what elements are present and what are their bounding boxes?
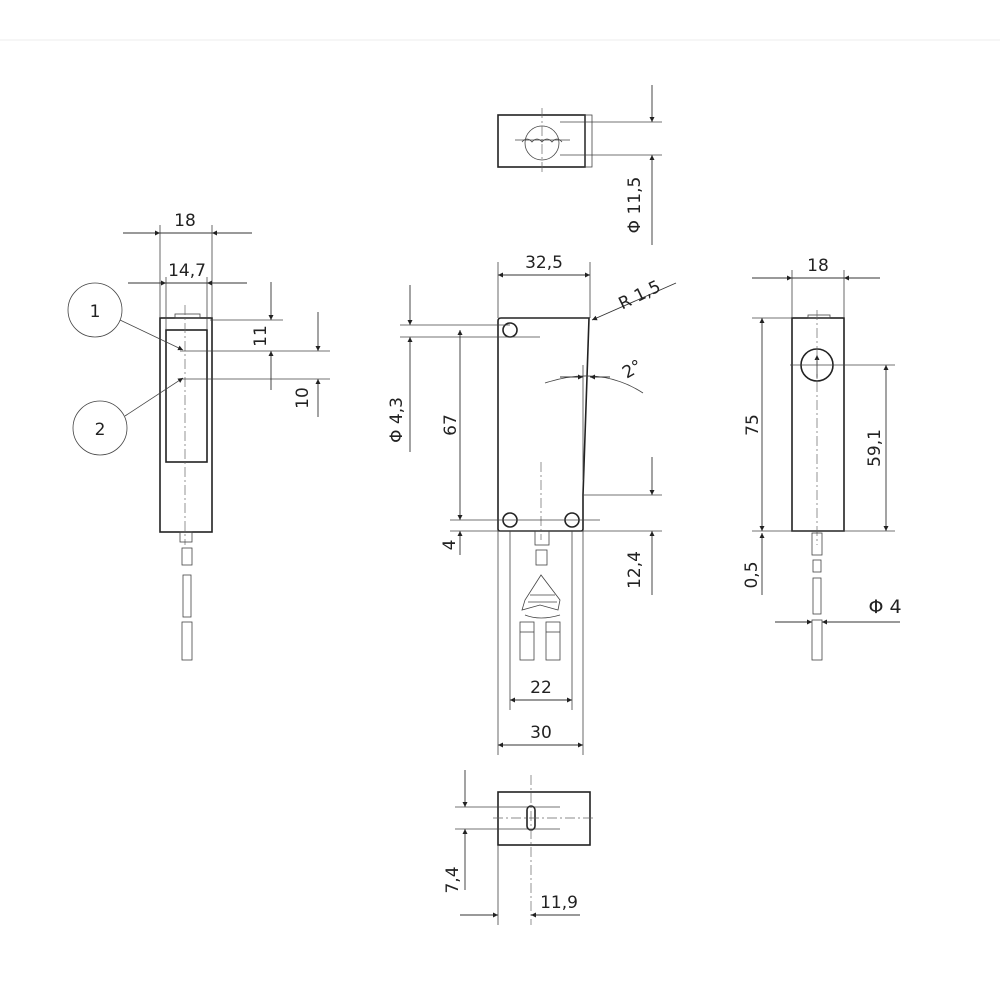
dim-front-hole-offset: 4 [440, 540, 460, 551]
dim-bottom-slot-offset: 11,9 [540, 893, 578, 913]
right-view: 18 75 59,1 0,5 Φ 4 [742, 256, 902, 661]
dim-bottom-slot-height: 7,4 [443, 866, 463, 893]
callout-1-label: 1 [90, 302, 101, 322]
callout-circle-2 [72, 400, 128, 456]
dim-right-width: 18 [807, 256, 829, 276]
left-view: 18 14,7 11 10 1 2 [67, 211, 330, 661]
callout-circle-1 [67, 282, 123, 338]
dim-front-width-bottom: 30 [530, 723, 552, 743]
dim-front-hole-spacing-v: 67 [441, 414, 461, 436]
dim-front-width-top: 32,5 [525, 253, 563, 273]
front-view: 32,5 R 1,5 2° Φ 4,3 67 4 12,4 22 30 [387, 253, 677, 755]
dim-front-taper-height: 12,4 [625, 551, 645, 589]
left-window [165, 329, 208, 463]
dim-top-diameter: Φ 11,5 [625, 177, 645, 234]
dim-front-hole-diameter: Φ 4,3 [387, 397, 407, 443]
left-body [159, 317, 213, 533]
top-view: Φ 11,5 [497, 85, 662, 245]
dim-left-width: 18 [174, 211, 196, 231]
dim-front-radius: R 1,5 [616, 277, 665, 314]
bottom-view: 7,4 11,9 [443, 770, 595, 925]
callout-2-label: 2 [95, 420, 106, 440]
dim-right-cable-diameter: Φ 4 [868, 596, 901, 618]
dim-right-gap: 0,5 [742, 561, 762, 588]
dim-right-height: 75 [743, 414, 763, 436]
dim-left-inner-width: 14,7 [168, 261, 206, 281]
dim-front-hole-spacing-h: 22 [530, 678, 552, 698]
dim-front-angle: 2° [619, 356, 646, 383]
dim-right-lens-height: 59,1 [865, 429, 885, 467]
dim-left-offset-1: 11 [251, 325, 271, 347]
dim-left-offset-2: 10 [293, 387, 313, 409]
